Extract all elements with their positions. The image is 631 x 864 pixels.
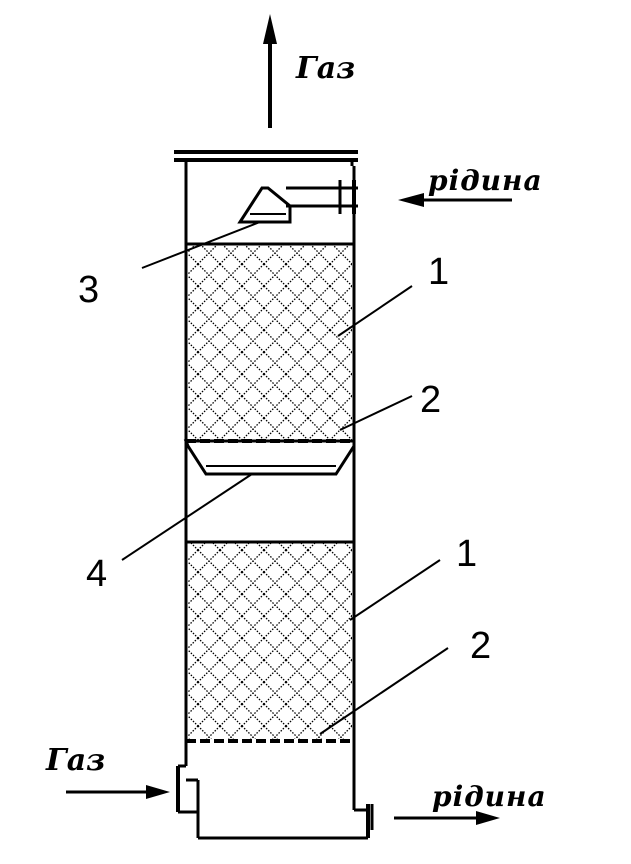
gas-inlet-arrow [66, 785, 170, 799]
liquid-distributor [237, 180, 358, 224]
column-bottom [176, 764, 374, 840]
callout-2-upper: 2 [420, 379, 441, 421]
upper-packing-bed [186, 242, 354, 440]
liquid-inlet-label: рідина [428, 164, 543, 197]
callout-1-upper: 1 [428, 251, 449, 293]
callout-1-lower: 1 [456, 533, 477, 575]
liquid-outlet-arrow [394, 811, 500, 825]
lower-packing-bed [186, 540, 354, 739]
gas-outlet-arrow [263, 14, 277, 128]
column-top-cover [174, 150, 358, 166]
liquid-inlet-arrow [398, 193, 512, 207]
callout-2-lower: 2 [470, 625, 491, 667]
liquid-redistributor [183, 439, 356, 476]
liquid-outlet-label: рідина [432, 780, 547, 813]
callout-leaders [121, 221, 449, 735]
callout-4: 4 [86, 553, 107, 595]
callout-3: 3 [78, 269, 99, 311]
gas-outlet-label: Газ [295, 51, 355, 86]
gas-inlet-label: Газ [45, 743, 105, 778]
